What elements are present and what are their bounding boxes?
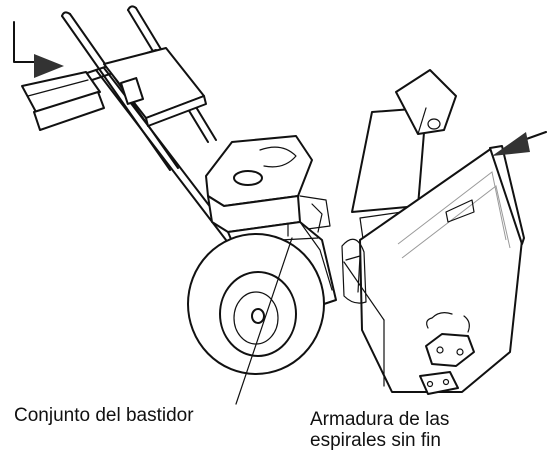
arrow-icon	[34, 54, 64, 78]
arrow-icon	[492, 132, 530, 156]
wheel	[187, 233, 325, 375]
arrow-right	[492, 131, 547, 156]
auger-housing-label-line2: espirales sin fin	[310, 430, 441, 451]
engine	[205, 135, 331, 233]
frame-assembly-label: Conjunto del bastidor	[14, 405, 194, 426]
arrow-top-left	[13, 21, 64, 78]
auger-housing	[341, 69, 525, 395]
dash-panel	[103, 47, 207, 127]
leader-lines	[235, 237, 385, 405]
left-control-panel	[21, 71, 105, 131]
auger-housing-label-line1: Armadura de las	[310, 409, 450, 430]
